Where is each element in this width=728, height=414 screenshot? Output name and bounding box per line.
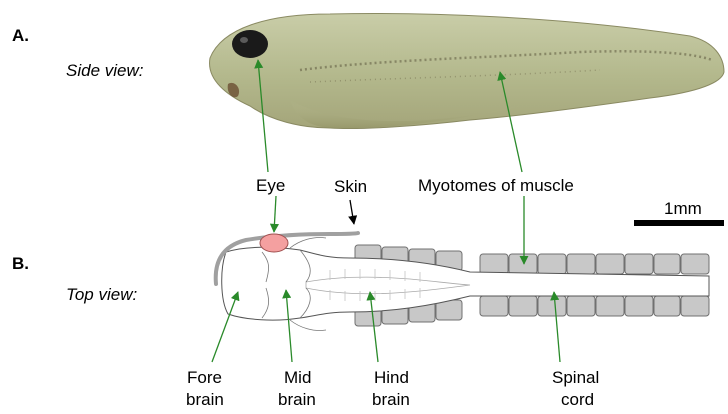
midbrain-label-line1: Mid <box>284 368 311 387</box>
panel-a-label: A. <box>12 26 29 45</box>
scale-bar-label: 1mm <box>664 199 702 218</box>
skin-arrow <box>350 200 354 224</box>
forebrain-label-line2: brain <box>186 390 224 409</box>
hindbrain-label-line2: brain <box>372 390 410 409</box>
eye-label: Eye <box>256 176 285 195</box>
midbrain-label-line2: brain <box>278 390 316 409</box>
panel-b-label: B. <box>12 254 29 273</box>
myotomes-label: Myotomes of muscle <box>418 176 574 195</box>
hindbrain-label-line1: Hind <box>374 368 409 387</box>
tadpole-eye <box>232 30 268 58</box>
tadpole-eye-highlight <box>240 37 248 43</box>
side-view-label: Side view: <box>66 61 144 80</box>
eye-shape <box>260 234 288 252</box>
spinal-cord-label-line1: Spinal <box>552 368 599 387</box>
spinal-cord-label-line2: cord <box>561 390 594 409</box>
tadpole-body <box>210 14 724 129</box>
top-view-diagram <box>216 233 709 331</box>
top-view-label: Top view: <box>66 285 137 304</box>
skin-label: Skin <box>334 177 367 196</box>
forebrain-label-line1: Fore <box>187 368 222 387</box>
eye-arrow-down <box>274 196 276 232</box>
tadpole-side-photo <box>210 14 724 129</box>
scale-bar <box>634 220 724 226</box>
